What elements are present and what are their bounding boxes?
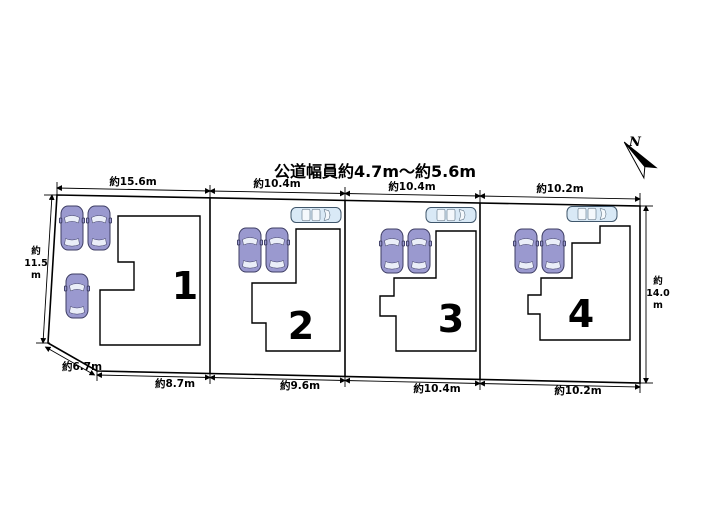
building-lot-1: [99, 215, 201, 346]
dimension-left: 約 11.5 m: [24, 194, 59, 344]
car-icon: [379, 228, 405, 274]
dimension-bottom: 約8.7m 約9.6m 約10.4m 約10.2m: [96, 369, 641, 397]
dim-left-label-line1: 約: [31, 245, 41, 257]
compass-needle-black-half: [623, 141, 658, 169]
dim-bottom-label-4: 約10.2m: [554, 384, 601, 397]
car-icon: [59, 205, 85, 251]
road-width-title: 公道幅員約4.7m〜約5.6m: [274, 162, 476, 181]
compass-needle-icon: [623, 141, 658, 180]
dimension-line: [344, 190, 481, 199]
car-icon: [64, 273, 90, 319]
lot-4-number: 4: [568, 292, 594, 336]
dim-top-label-3: 約10.4m: [388, 180, 435, 193]
building-lot-3: [379, 230, 477, 352]
car-icon: [237, 227, 263, 273]
dim-left-label-line2: 11.5: [24, 258, 47, 269]
car-icon: [406, 228, 432, 274]
lot-numbers: 1 2 3 4: [172, 264, 594, 348]
dim-bottom-label-2: 約9.6m: [280, 379, 320, 392]
building-lot-4: [527, 225, 631, 341]
van-icon: [290, 207, 342, 223]
dimension-line: [479, 193, 641, 202]
car-icon: [264, 227, 290, 273]
dimension-line: [56, 185, 211, 194]
dim-top-label-1: 約15.6m: [109, 175, 156, 188]
dim-right-label-line1: 約: [653, 275, 663, 287]
van-icon: [425, 207, 477, 223]
compass: N: [623, 135, 658, 180]
dim-top-label-2: 約10.4m: [253, 177, 300, 190]
dimension-line: [344, 377, 481, 387]
car-icon: [540, 228, 566, 274]
dim-bottom-left-label: 約6.7m: [62, 360, 102, 373]
lot-2-number: 2: [288, 304, 314, 348]
dim-top-label-4: 約10.2m: [536, 182, 583, 195]
dimension-line: [209, 188, 346, 197]
van-icon: [566, 206, 618, 222]
car-icon: [86, 205, 112, 251]
car-icon: [513, 228, 539, 274]
dimension-line: [44, 346, 96, 376]
dim-right-label-line3: m: [653, 300, 663, 311]
dim-bottom-label-1: 約8.7m: [155, 377, 195, 390]
dimension-line: [96, 372, 211, 381]
dimension-top: 約15.6m 約10.4m 約10.4m 約10.2m: [56, 175, 641, 207]
building-lot-2: [251, 228, 341, 352]
dimension-bottom-left: 約6.7m: [44, 346, 102, 376]
lot-1-number: 1: [172, 264, 198, 308]
dimension-right: 約 14.0 m: [639, 205, 670, 384]
dim-bottom-label-3: 約10.4m: [413, 382, 460, 395]
dimension-line: [479, 380, 641, 390]
dimension-line: [40, 194, 55, 344]
dim-left-label-line3: m: [31, 270, 41, 281]
dim-right-label-line2: 14.0: [646, 288, 670, 299]
compass-north-label: N: [628, 135, 642, 150]
buildings: [99, 215, 631, 352]
dimension-line: [209, 374, 346, 384]
lot-3-number: 3: [438, 297, 464, 341]
